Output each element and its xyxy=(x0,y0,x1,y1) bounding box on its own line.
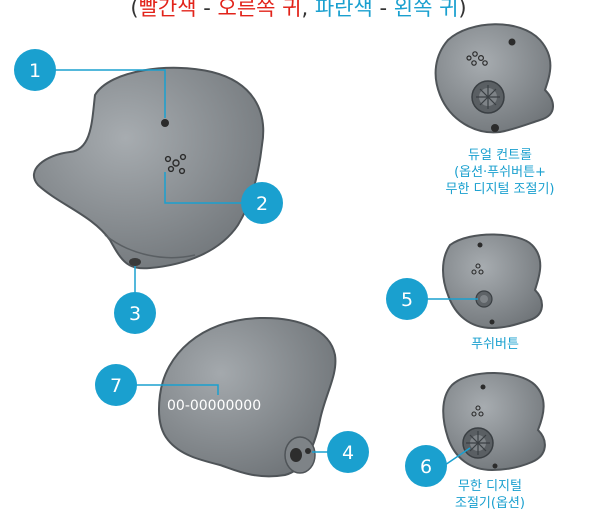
callout-4-number: 4 xyxy=(342,442,354,464)
callout-1 xyxy=(14,49,56,91)
caption-push-button: 푸쉬버튼 xyxy=(471,337,519,352)
callout-6-number: 6 xyxy=(420,456,432,478)
digital-dial-variant xyxy=(442,372,546,472)
header-blue-word: 파란색 xyxy=(314,0,373,20)
callout-7 xyxy=(95,364,137,406)
caption-digital-dial: 무한 디지털 조절기(옵션) xyxy=(455,479,525,511)
header-open-paren: ( xyxy=(130,0,139,20)
battery-door-icon xyxy=(129,258,141,266)
vent-holes-icon xyxy=(164,153,187,175)
header-left-ear: 왼쪽 귀 xyxy=(393,0,459,20)
callout-1-number: 1 xyxy=(29,60,41,82)
callout-3 xyxy=(114,292,156,334)
header-title: (빨간색 - 오른쪽 귀, 파란색 - 왼쪽 귀) xyxy=(0,0,597,22)
callout-numbers: 1 2 3 4 5 6 7 xyxy=(29,60,432,478)
receiver-icon xyxy=(305,448,311,454)
callout-circles xyxy=(14,49,447,487)
callout-2-number: 2 xyxy=(256,193,268,215)
microphone-port-icon xyxy=(161,119,169,127)
callout-4 xyxy=(327,431,369,473)
callout-3-number: 3 xyxy=(129,303,141,325)
callout-5 xyxy=(386,278,428,320)
main-hearing-aid-faceplate xyxy=(32,66,265,270)
header-right-ear: 오른쪽 귀 xyxy=(217,0,302,20)
push-button-variant xyxy=(442,233,543,330)
dual-control-variant xyxy=(434,23,554,134)
side-hearing-aid xyxy=(158,316,337,478)
serial-number: 00-00000000 xyxy=(167,398,261,414)
caption-dual-control: 듀얼 컨트롤 (옵션·푸쉬버튼+ 무한 디지털 조절기) xyxy=(445,148,555,197)
callout-5-number: 5 xyxy=(401,289,413,311)
header-red-word: 빨간색 xyxy=(138,0,197,20)
callout-2 xyxy=(241,182,283,224)
callout-6 xyxy=(405,445,447,487)
leader-lines xyxy=(48,69,478,466)
callout-7-number: 7 xyxy=(110,375,122,397)
